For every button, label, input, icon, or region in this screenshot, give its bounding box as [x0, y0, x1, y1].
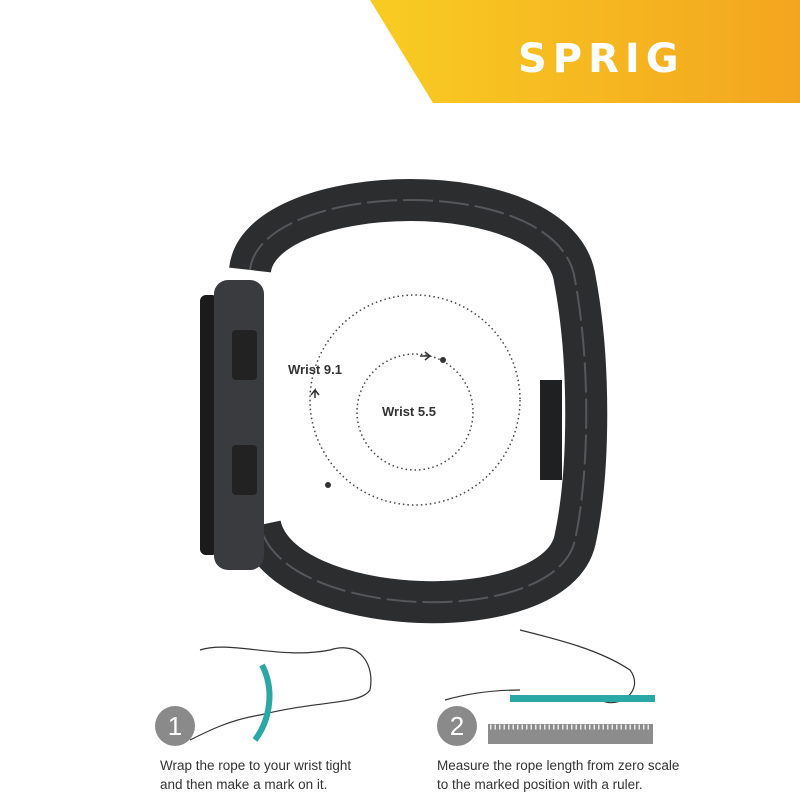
step-1-text: Wrap the rope to your wrist tight and th…	[160, 756, 351, 794]
brand-logo: SPRIG	[518, 36, 685, 82]
step-2-badge: 2	[437, 706, 477, 746]
outer-circle-label: Wrist 9.1	[288, 362, 342, 377]
step-2-line-2: to the marked position with a ruler.	[437, 777, 643, 792]
step-2-text: Measure the rope length from zero scale …	[437, 756, 679, 794]
step-1-badge: 1	[155, 706, 195, 746]
step-1-line-2: and then make a mark on it.	[160, 777, 328, 792]
crown-button	[232, 330, 257, 380]
step-1-line-1: Wrap the rope to your wrist tight	[160, 758, 352, 773]
brand-banner	[370, 0, 800, 103]
inner-circle-label: Wrist 5.5	[382, 404, 436, 419]
step-2-line-1: Measure the rope length from zero scale	[437, 758, 680, 773]
